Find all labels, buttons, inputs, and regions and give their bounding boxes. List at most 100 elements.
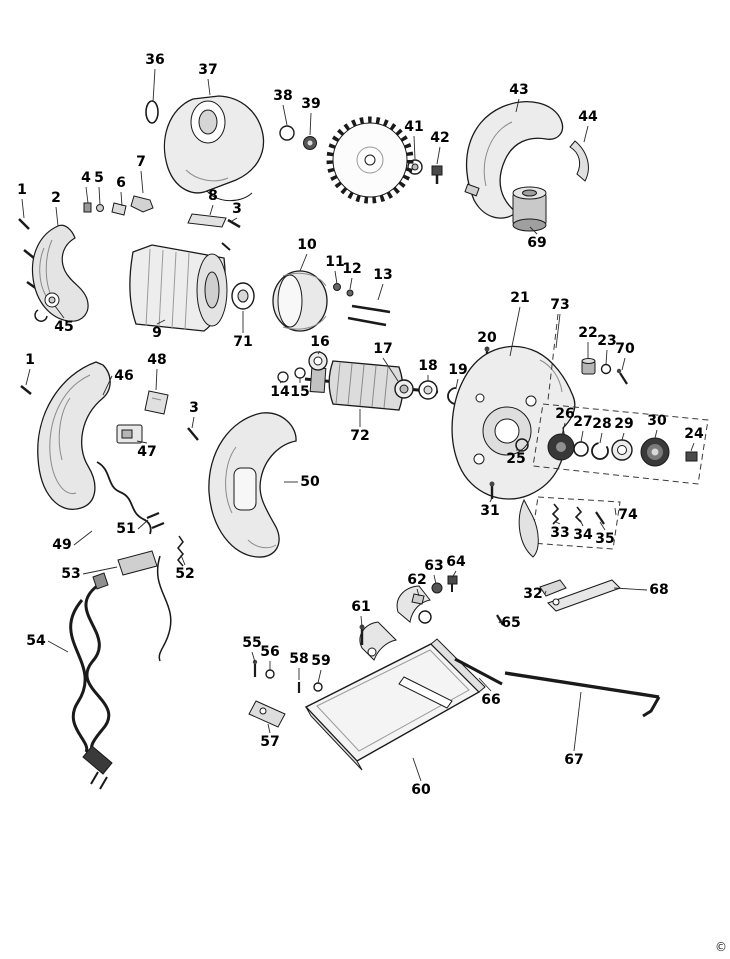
upper-guard bbox=[163, 95, 265, 202]
part-6 bbox=[111, 202, 127, 216]
clamp-bolt-24 bbox=[685, 451, 698, 462]
bearing-71 bbox=[231, 282, 255, 310]
leader-line-34 bbox=[579, 519, 584, 527]
lever-32 bbox=[539, 579, 567, 597]
leader-line-59 bbox=[317, 669, 322, 684]
small-hardware-top bbox=[83, 195, 241, 229]
leader-line-54 bbox=[47, 640, 69, 653]
leader-line-41 bbox=[413, 135, 416, 160]
front-housing-50 bbox=[208, 412, 297, 558]
plug bbox=[82, 745, 113, 775]
leader-line-17 bbox=[382, 357, 399, 382]
leader-line-38 bbox=[282, 104, 288, 126]
leader-line-69 bbox=[529, 226, 538, 235]
leader-line-53 bbox=[82, 566, 118, 575]
leader-line-16 bbox=[317, 350, 321, 355]
tube-53 bbox=[117, 550, 158, 576]
leader-line-43 bbox=[515, 98, 520, 113]
leader-line-73 bbox=[555, 313, 561, 349]
blade-clamp-set bbox=[547, 433, 698, 467]
bearing-18 bbox=[418, 380, 438, 400]
leader-line-70 bbox=[621, 357, 626, 371]
leader-line-4 bbox=[85, 186, 89, 204]
leader-line-7 bbox=[140, 170, 144, 194]
assembly-region-outline bbox=[530, 313, 709, 550]
rod-66 bbox=[454, 657, 503, 686]
screw-3-mid bbox=[187, 427, 199, 441]
leader-line-29 bbox=[621, 432, 625, 441]
washer-41 bbox=[407, 159, 423, 175]
leader-line-5 bbox=[98, 186, 101, 206]
leader-line-67 bbox=[573, 691, 582, 752]
retaining-ring-28 bbox=[591, 442, 609, 460]
leader-line-31 bbox=[489, 497, 493, 503]
part-5 bbox=[96, 204, 104, 212]
leader-line-46 bbox=[102, 375, 113, 396]
spring-strip-44 bbox=[569, 140, 589, 182]
rip-fence bbox=[454, 657, 661, 718]
leader-line-36 bbox=[152, 68, 156, 103]
spindle-gear-69 bbox=[512, 186, 547, 232]
leader-line-27 bbox=[580, 430, 584, 443]
rear-handle bbox=[31, 224, 89, 322]
bolt-42 bbox=[431, 165, 443, 184]
lower-guard bbox=[464, 101, 564, 219]
leader-line-24 bbox=[690, 442, 695, 452]
leader-line-66 bbox=[478, 677, 492, 692]
bearing-22 bbox=[581, 358, 596, 375]
leader-line-39 bbox=[309, 112, 312, 136]
handle-half-46 bbox=[37, 361, 111, 510]
blade-slot bbox=[398, 676, 453, 709]
leader-line-3 bbox=[191, 416, 195, 429]
part-7 bbox=[130, 195, 154, 213]
leader-line-10 bbox=[299, 253, 308, 272]
leader-line-23 bbox=[605, 349, 608, 365]
field-stator-10 bbox=[272, 270, 328, 332]
washer-38 bbox=[279, 125, 295, 141]
gear-case-21 bbox=[451, 345, 576, 500]
leader-line-26 bbox=[561, 422, 566, 436]
part-4 bbox=[83, 202, 92, 213]
leader-line-2 bbox=[55, 206, 59, 227]
motor-housing bbox=[129, 242, 231, 332]
leader-line-6 bbox=[120, 191, 123, 207]
screw-set-left bbox=[18, 218, 38, 395]
leader-line-42 bbox=[436, 146, 441, 165]
leader-line-33 bbox=[555, 521, 561, 525]
ring-25 bbox=[515, 438, 529, 452]
leader-line-55 bbox=[251, 651, 256, 663]
leader-line-61 bbox=[360, 615, 363, 628]
pivot-bracket bbox=[359, 621, 398, 661]
leader-line-3 bbox=[231, 217, 238, 222]
o-ring-36 bbox=[145, 100, 159, 124]
leader-line-12 bbox=[349, 277, 353, 290]
power-cord-54 bbox=[69, 572, 113, 790]
leader-line-13 bbox=[377, 283, 384, 301]
leader-line-52 bbox=[180, 554, 186, 566]
leader-line-64 bbox=[451, 570, 457, 579]
leader-lines bbox=[21, 68, 695, 782]
base-shoe-60 bbox=[304, 585, 486, 771]
leader-line-65 bbox=[498, 618, 502, 624]
screws-51 bbox=[146, 511, 165, 530]
leader-line-48 bbox=[155, 368, 158, 391]
bracket-62 bbox=[411, 593, 425, 605]
screw-70 bbox=[616, 368, 628, 385]
fan-washers-14-15-16 bbox=[277, 351, 328, 383]
guard-spring-set bbox=[518, 498, 605, 558]
leader-line-44 bbox=[583, 125, 589, 143]
leader-line-37 bbox=[207, 78, 211, 96]
washer-59 bbox=[313, 682, 323, 692]
screw-3-top bbox=[227, 218, 241, 229]
clip-45 bbox=[34, 309, 48, 322]
leader-line-63 bbox=[433, 574, 437, 585]
leader-line-30 bbox=[654, 429, 658, 439]
switch-47 bbox=[116, 424, 143, 444]
leader-line-28 bbox=[599, 432, 603, 444]
depth-quadrant bbox=[396, 585, 431, 623]
washer-56 bbox=[265, 669, 275, 679]
leader-line-74 bbox=[614, 507, 617, 516]
leader-line-21 bbox=[509, 306, 521, 357]
